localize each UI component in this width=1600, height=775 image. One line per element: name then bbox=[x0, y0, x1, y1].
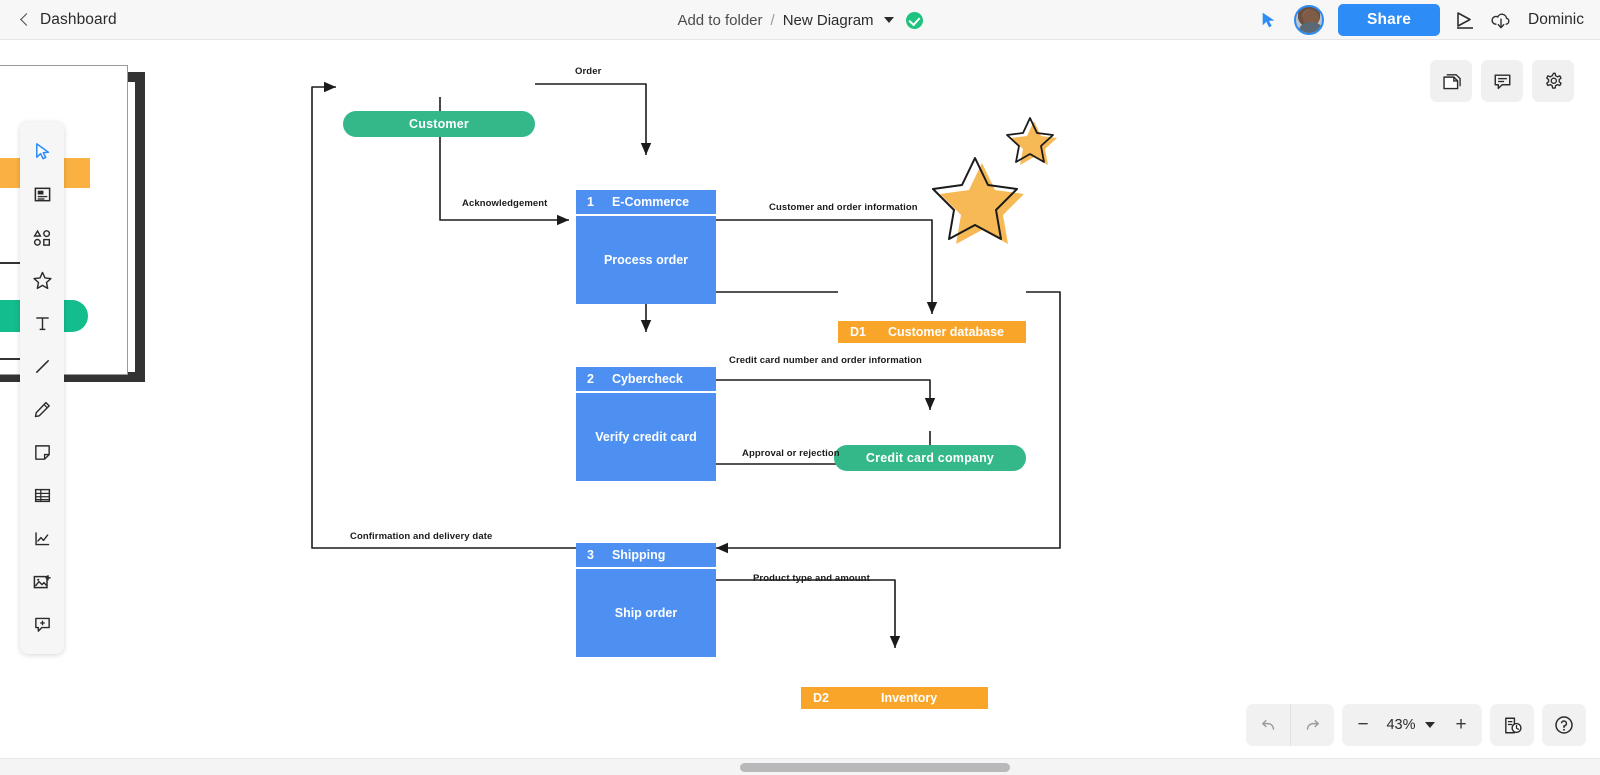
template-tool[interactable] bbox=[20, 173, 64, 216]
node-label: Customer bbox=[409, 117, 469, 131]
pages-button[interactable] bbox=[1430, 60, 1472, 102]
undo-arrow-icon bbox=[1262, 720, 1275, 730]
node-header: 2 Cybercheck bbox=[576, 367, 716, 391]
diagram-node-customer-database[interactable]: D1 Customer database bbox=[838, 321, 1026, 343]
flow-label: Order bbox=[575, 66, 602, 77]
user-name[interactable]: Dominic bbox=[1528, 11, 1584, 28]
diagram-node-ecommerce[interactable]: 1 E-Commerce Process order bbox=[576, 190, 716, 304]
node-label: Credit card company bbox=[865, 451, 995, 465]
zoom-controls: − 43% + bbox=[1342, 704, 1482, 746]
help-circle-icon bbox=[1555, 716, 1573, 734]
share-button[interactable]: Share bbox=[1338, 4, 1441, 36]
diagram-node-customer[interactable]: Customer bbox=[343, 111, 535, 137]
chevron-down-icon[interactable] bbox=[883, 17, 894, 23]
undo-button[interactable] bbox=[1246, 704, 1290, 746]
left-toolbar bbox=[20, 122, 64, 654]
node-header-label: Cybercheck bbox=[611, 372, 683, 386]
settings-button[interactable] bbox=[1532, 60, 1574, 102]
diagram-node-shipping[interactable]: 3 Shipping Ship order bbox=[576, 543, 716, 657]
select-tool[interactable] bbox=[20, 130, 64, 173]
node-number: 1 bbox=[587, 195, 594, 209]
zoom-level[interactable]: 43% bbox=[1386, 717, 1416, 733]
diagram-title[interactable]: New Diagram bbox=[782, 11, 874, 29]
node-number: 2 bbox=[587, 372, 594, 386]
version-history-button[interactable] bbox=[1490, 704, 1534, 746]
node-number: D2 bbox=[813, 691, 829, 705]
chevron-down-icon[interactable] bbox=[1425, 722, 1435, 728]
mouse-pointer-icon[interactable] bbox=[1258, 9, 1280, 31]
version-history-icon bbox=[1504, 717, 1522, 733]
comment-icon bbox=[1494, 73, 1510, 89]
flow-label: Approval or rejection bbox=[742, 448, 840, 459]
star-decoration-small bbox=[1006, 117, 1057, 165]
top-bar-actions: Share Dominic bbox=[1258, 0, 1584, 40]
chart-tool[interactable] bbox=[20, 517, 64, 560]
document-title-group: Add to folder / New Diagram bbox=[0, 0, 1600, 40]
zoom-in-button[interactable]: + bbox=[1455, 714, 1467, 735]
top-bar: Dashboard Add to folder / New Diagram Sh… bbox=[0, 0, 1600, 40]
flow-label: Acknowledgement bbox=[462, 198, 548, 209]
table-tool[interactable] bbox=[20, 474, 64, 517]
star-decoration-large bbox=[932, 157, 1024, 244]
canvas[interactable]: Customer 1 E-Commerce Process order D1 C… bbox=[0, 40, 1600, 758]
diagram-node-cybercheck[interactable]: 2 Cybercheck Verify credit card bbox=[576, 367, 716, 481]
pages-icon bbox=[1442, 73, 1461, 89]
star-tool[interactable] bbox=[20, 259, 64, 302]
flow-label: Credit card number and order information bbox=[729, 355, 922, 366]
node-label: Process order bbox=[576, 216, 716, 304]
node-number: 3 bbox=[587, 548, 594, 562]
background-shape-line bbox=[0, 358, 25, 360]
help-button[interactable] bbox=[1542, 704, 1586, 746]
zoom-out-button[interactable]: − bbox=[1357, 714, 1369, 735]
node-label: Customer database bbox=[887, 325, 1004, 339]
diagram-node-inventory[interactable]: D2 Inventory bbox=[801, 687, 988, 709]
text-tool[interactable] bbox=[20, 302, 64, 345]
line-tool[interactable] bbox=[20, 345, 64, 388]
flow-label: Customer and order information bbox=[769, 202, 918, 213]
node-label: Inventory bbox=[880, 691, 938, 705]
node-number: D1 bbox=[850, 325, 866, 339]
dashboard-link[interactable]: Dashboard bbox=[40, 10, 117, 28]
bottom-toolbar: − 43% + bbox=[1246, 704, 1586, 746]
flow-label: Confirmation and delivery date bbox=[350, 531, 493, 542]
gear-icon bbox=[1545, 72, 1562, 89]
breadcrumb-separator: / bbox=[770, 11, 775, 29]
chevron-left-icon bbox=[20, 13, 33, 26]
node-label: Verify credit card bbox=[576, 393, 716, 481]
diagram-node-credit-card-company[interactable]: Credit card company bbox=[834, 445, 1026, 471]
node-header: 3 Shipping bbox=[576, 543, 716, 567]
canvas-top-right-tools bbox=[1430, 60, 1574, 102]
scrollbar-thumb[interactable] bbox=[740, 763, 1010, 772]
comment-tool[interactable] bbox=[20, 603, 64, 646]
node-header: 1 E-Commerce bbox=[576, 190, 716, 214]
flow-label: Product type and amount bbox=[753, 573, 870, 584]
node-header-label: Shipping bbox=[611, 548, 666, 562]
image-tool[interactable] bbox=[20, 560, 64, 603]
breadcrumb-back[interactable]: Dashboard bbox=[0, 11, 117, 29]
avatar[interactable] bbox=[1294, 5, 1325, 35]
present-play-icon[interactable] bbox=[1454, 9, 1476, 31]
horizontal-scrollbar[interactable] bbox=[0, 758, 1600, 775]
comments-button[interactable] bbox=[1481, 60, 1523, 102]
redo-arrow-icon bbox=[1306, 720, 1319, 730]
note-tool[interactable] bbox=[20, 431, 64, 474]
node-header-label: E-Commerce bbox=[611, 195, 690, 209]
draw-tool[interactable] bbox=[20, 388, 64, 431]
node-label: Ship order bbox=[576, 569, 716, 657]
history-controls bbox=[1246, 704, 1334, 746]
check-circle-icon bbox=[905, 11, 923, 29]
redo-button[interactable] bbox=[1290, 704, 1334, 746]
diagram-connectors bbox=[311, 81, 1061, 649]
add-to-folder-button[interactable]: Add to folder bbox=[677, 11, 763, 29]
data-flow-diagram: Customer 1 E-Commerce Process order D1 C… bbox=[0, 40, 1600, 758]
cloud-download-icon[interactable] bbox=[1490, 9, 1512, 31]
background-shape-line bbox=[0, 262, 25, 264]
help-group bbox=[1542, 704, 1586, 746]
version-history-group bbox=[1490, 704, 1534, 746]
shapes-tool[interactable] bbox=[20, 216, 64, 259]
